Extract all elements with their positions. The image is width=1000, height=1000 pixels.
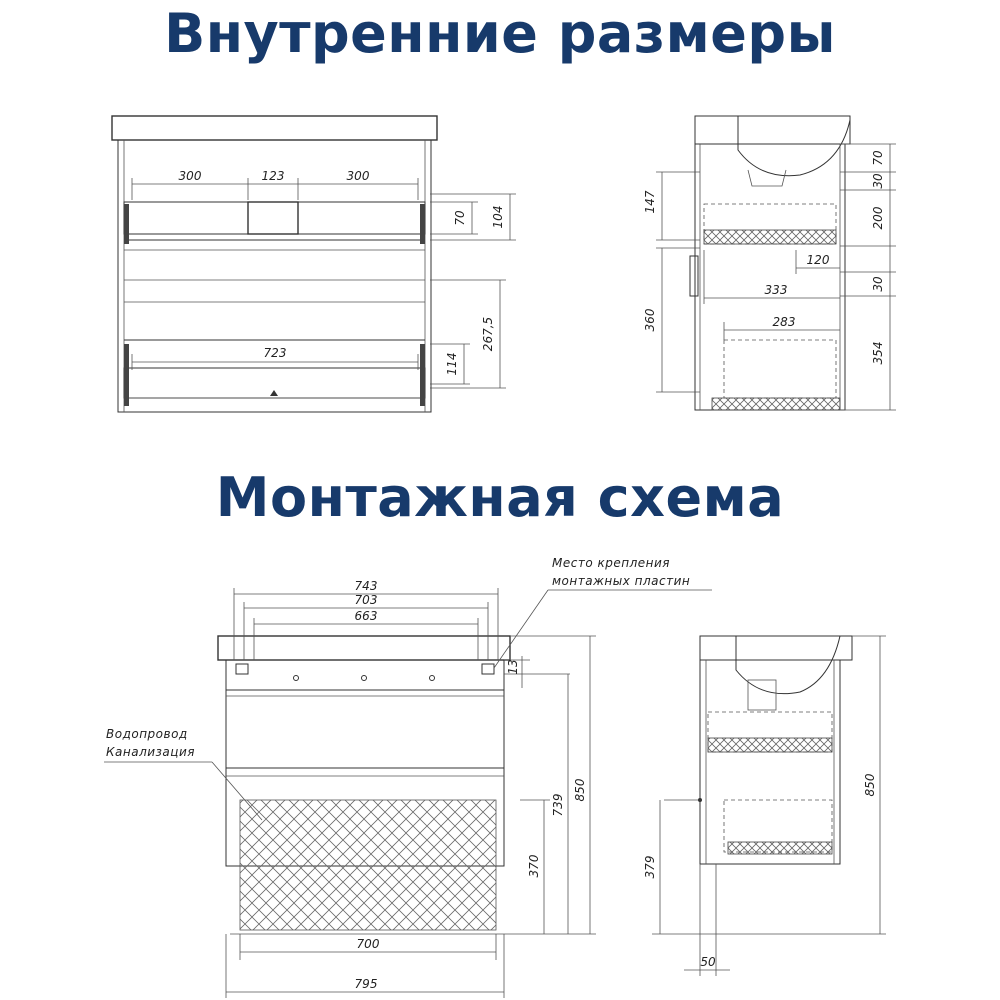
dim-795: 795	[355, 977, 378, 991]
dim-13: 13	[506, 659, 520, 674]
mount-plate-left	[235, 663, 249, 675]
upper-drawer	[123, 201, 426, 235]
front-internal-view: 300 123 300 70 104 723 114 267,5	[111, 115, 516, 413]
dim-300-left: 300	[179, 169, 202, 183]
dim-side-360: 360	[643, 308, 657, 331]
side-countertop	[694, 115, 851, 145]
dim-850: 850	[573, 778, 587, 801]
siphon-cutout	[247, 201, 299, 235]
mount-side-countertop	[699, 635, 853, 661]
label-sewerage: Канализация	[106, 745, 195, 759]
dim-300-right: 300	[347, 169, 370, 183]
countertop	[111, 115, 438, 141]
pipe-zone	[239, 799, 497, 931]
label-mounting-plates-line2: монтажных пластин	[552, 574, 690, 588]
side-mounting-view: 850 379 50	[643, 635, 886, 976]
dim-267-5: 267,5	[481, 317, 495, 351]
heading-mounting-scheme: Монтажная схема	[215, 466, 785, 529]
dim-side-30b: 30	[871, 276, 885, 292]
side-internal-view: 70 30 200 30 354 120 333 283 147 360	[643, 115, 896, 411]
dim-379: 379	[643, 856, 657, 879]
dim-370: 370	[527, 854, 541, 877]
dim-743: 743	[355, 579, 378, 593]
mount-side-siphon	[747, 679, 777, 711]
siphon	[747, 169, 787, 187]
label-mounting-plates-line1: Место крепления	[552, 556, 670, 570]
mount-plate-right	[481, 663, 495, 675]
dim-side-200: 200	[871, 206, 885, 229]
dim-side-30a: 30	[871, 173, 885, 189]
dim-104: 104	[491, 206, 505, 229]
label-water-supply: Водопровод	[106, 727, 188, 741]
mount-countertop	[217, 635, 511, 661]
mount-side-body	[699, 659, 841, 865]
dim-side-333: 333	[765, 283, 788, 297]
dim-70: 70	[453, 210, 467, 226]
dim-739: 739	[551, 794, 565, 817]
dim-723: 723	[264, 346, 287, 360]
dim-663: 663	[355, 609, 378, 623]
heading-internal-dimensions: Внутренние размеры	[164, 2, 836, 65]
dim-123: 123	[262, 169, 285, 183]
washbasin-bowl	[737, 116, 851, 177]
dim-700: 700	[357, 937, 380, 951]
dim-703: 703	[355, 593, 378, 607]
mount-side-bowl	[735, 635, 841, 695]
front-mounting-view: 743 703 663 Место крепления монтажных пл…	[104, 556, 712, 998]
side-body	[694, 143, 846, 411]
dim-side-283: 283	[773, 315, 796, 329]
dim-side-70: 70	[871, 150, 885, 166]
dim-side-mount-850: 850	[863, 773, 877, 796]
dim-114: 114	[445, 353, 459, 376]
dim-side-120: 120	[807, 253, 830, 267]
dim-side-354: 354	[871, 342, 885, 365]
dim-side-147: 147	[643, 190, 657, 213]
dim-50: 50	[700, 955, 716, 969]
cabinet-body	[117, 139, 432, 413]
